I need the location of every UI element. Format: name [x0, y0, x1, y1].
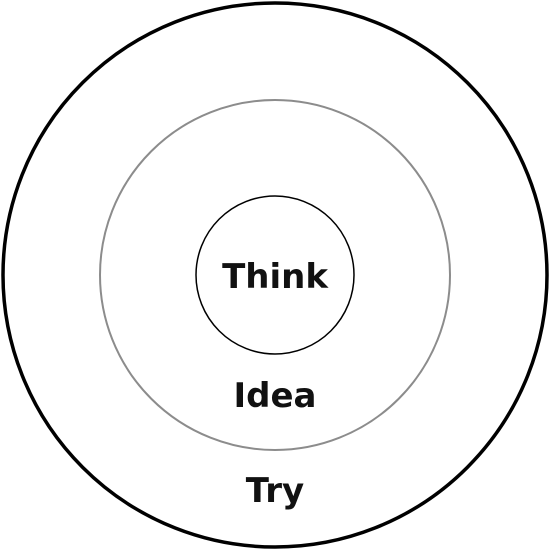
- inner-label: Think: [222, 257, 329, 297]
- inner-ring: [195, 195, 355, 355]
- middle-label: Idea: [234, 376, 317, 416]
- middle-ring: [99, 99, 451, 451]
- outer-label: Try: [246, 471, 304, 511]
